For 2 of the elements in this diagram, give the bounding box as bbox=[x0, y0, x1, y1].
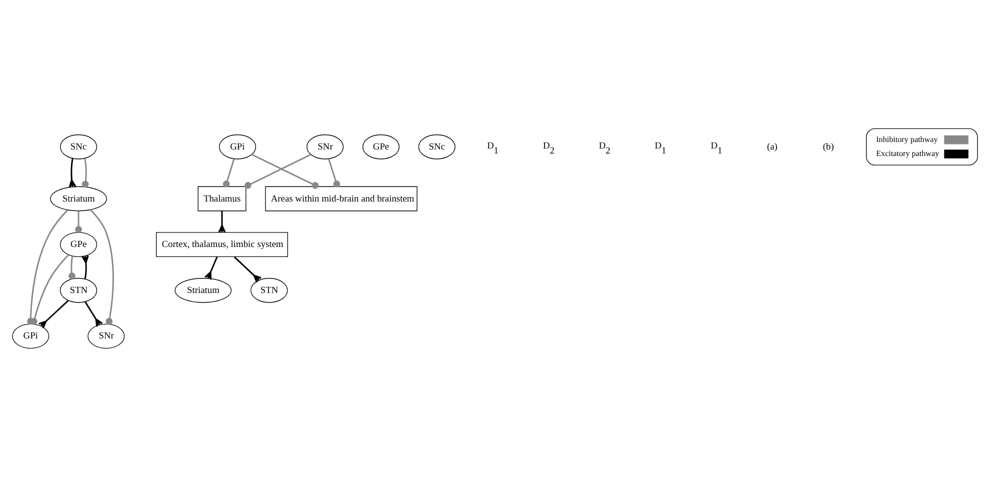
label: (a) bbox=[766, 142, 777, 152]
label: (b) bbox=[822, 142, 834, 152]
